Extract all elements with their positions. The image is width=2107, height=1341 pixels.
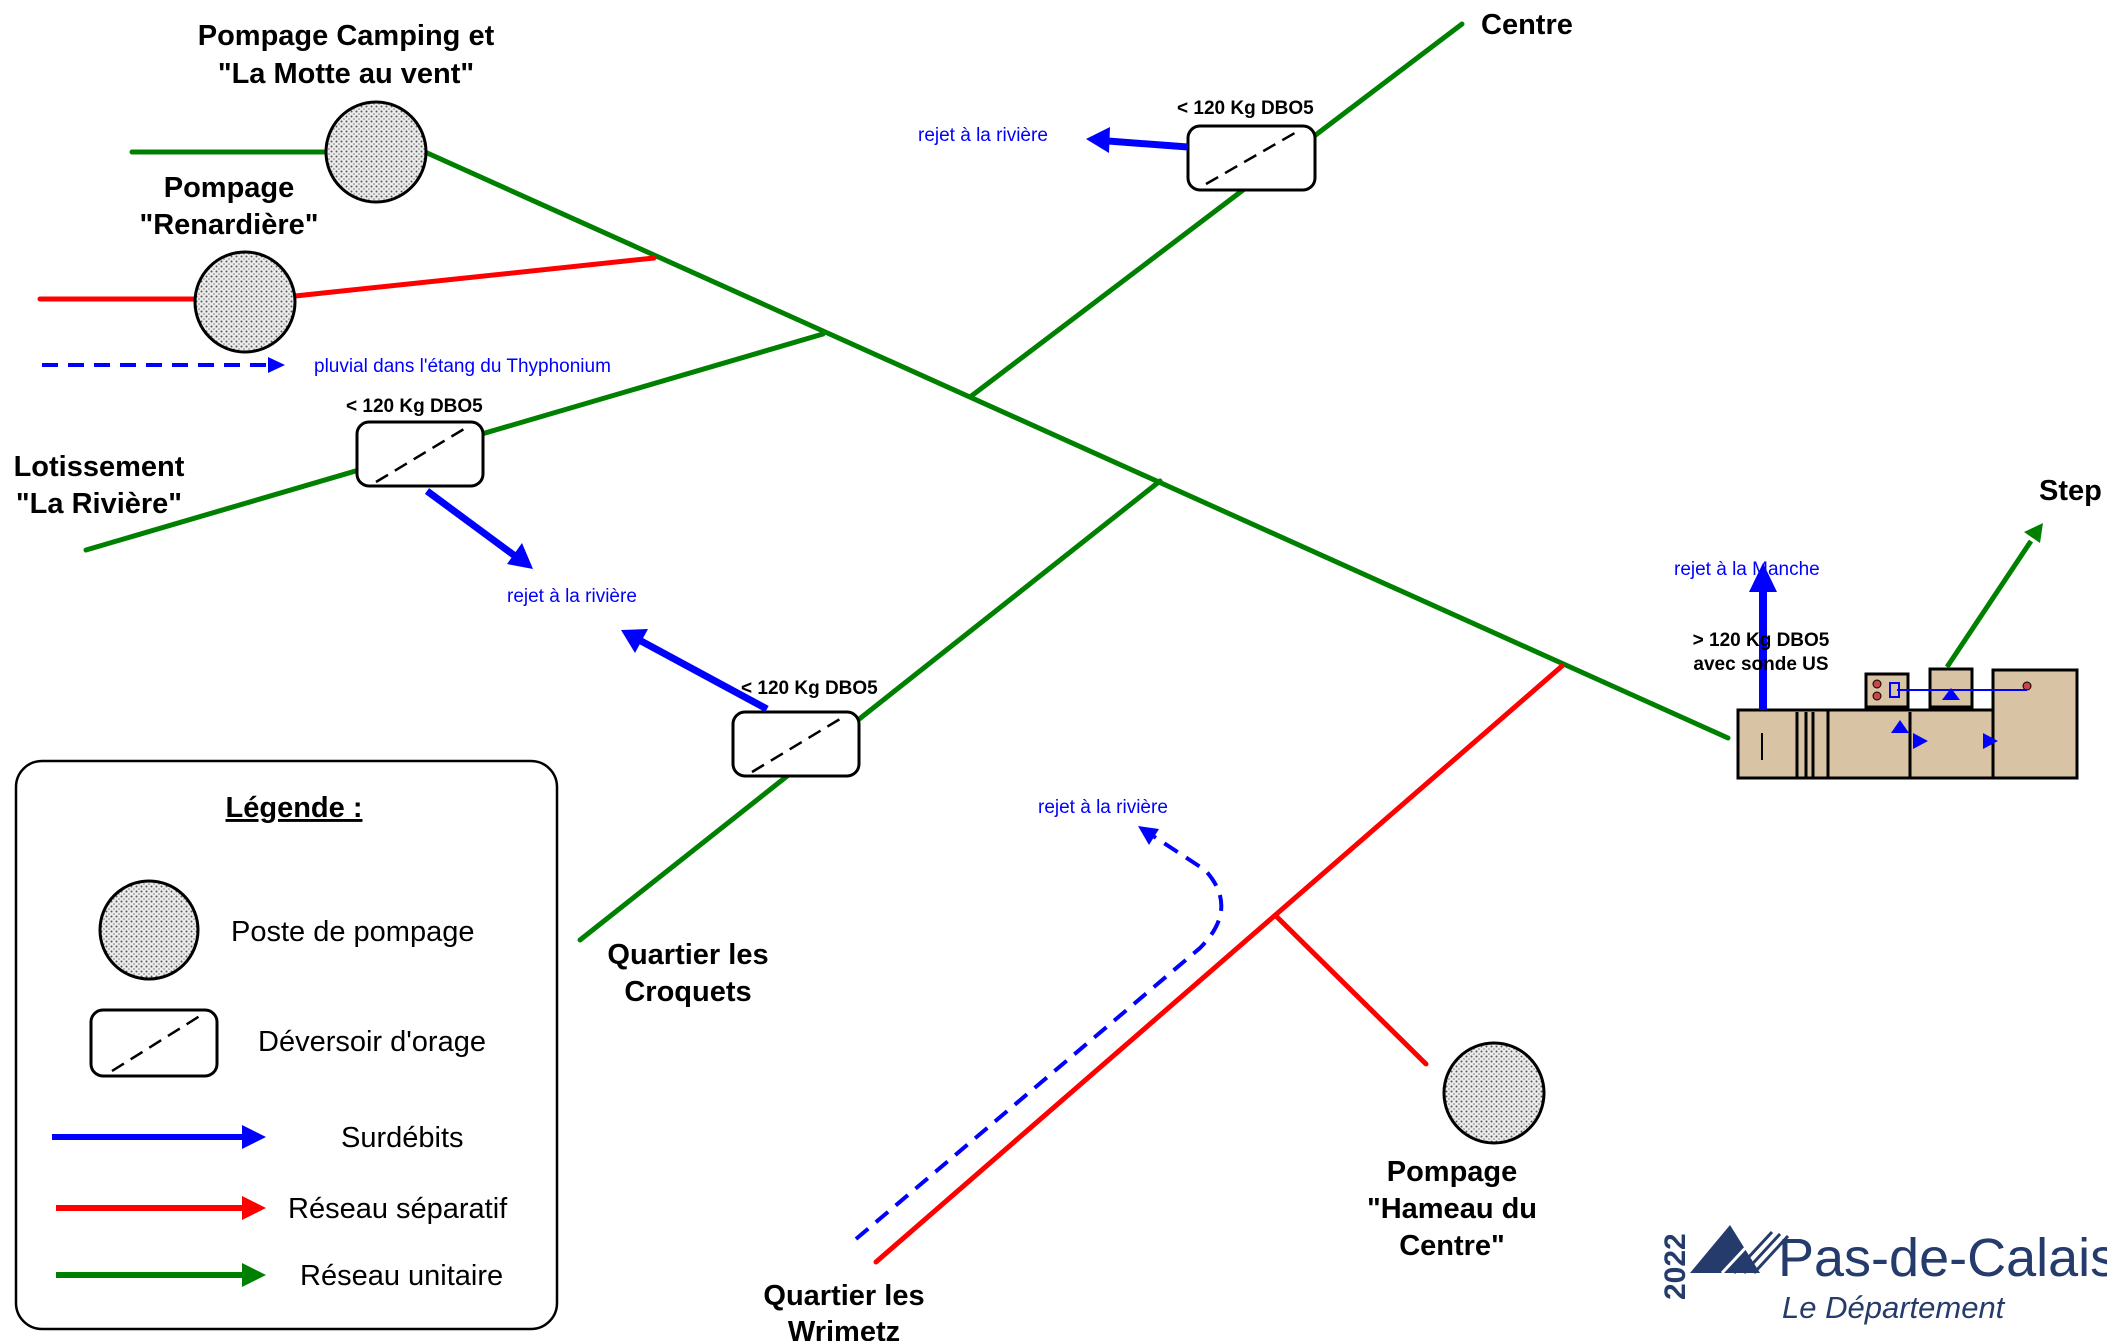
pump-stations	[193, 100, 1546, 1145]
brand-year: 2022	[1659, 1233, 1692, 1300]
label-wrimetz-1: Quartier les	[763, 1280, 924, 1312]
location-labels: Pompage Camping et "La Motte au vent" Po…	[14, 9, 2102, 1341]
label-hameau-3: Centre"	[1399, 1230, 1505, 1262]
label-centre: Centre	[1481, 9, 1573, 41]
legend-red-arrow	[56, 1196, 266, 1220]
label-renardiere-1: Pompage	[164, 172, 295, 204]
pump-hameau	[1442, 1041, 1546, 1145]
label-renardiere-2: "Renardière"	[139, 209, 318, 241]
treatment-plant	[1736, 523, 2079, 780]
centre-branch	[967, 21, 1465, 400]
legend-overflow-symbol	[89, 1008, 219, 1078]
main-collector	[422, 149, 1731, 741]
legend-pump-symbol	[98, 879, 200, 981]
label-camping-1: Pompage Camping et	[198, 20, 495, 52]
label-lotissement-2: "La Rivière"	[16, 488, 182, 520]
pump-camping	[324, 100, 428, 204]
note-dbo5-centre: < 120 Kg DBO5	[1177, 98, 1314, 119]
legend-item-unitaire: Réseau unitaire	[300, 1260, 503, 1292]
arrow-croquets-overflow	[621, 629, 769, 713]
label-hameau-1: Pompage	[1387, 1156, 1518, 1188]
step-top-box-mid	[1928, 667, 1974, 709]
overflow-arrows	[42, 127, 1224, 1241]
note-dbo5-lotissement: < 120 Kg DBO5	[346, 396, 483, 417]
label-camping-2: "La Motte au vent"	[218, 58, 474, 90]
separate-network	[37, 255, 1565, 1265]
brand-subtitle: Le Département	[1782, 1290, 2006, 1325]
storm-overflows	[355, 124, 1317, 778]
note-rejet-riviere-wrimetz: rejet à la rivière	[1038, 797, 1168, 818]
note-step-dbo5-1: > 120 Kg DBO5	[1693, 630, 1830, 651]
arrow-pluvial	[42, 357, 285, 373]
pas-de-calais-logo-icon	[1690, 1225, 1790, 1275]
legend-title: Légende :	[226, 792, 363, 824]
note-dbo5-croquets: < 120 Kg DBO5	[741, 678, 878, 699]
note-rejet-riviere-centre: rejet à la rivière	[918, 125, 1048, 146]
annotations: pluvial dans l'étang du Thyphonium rejet…	[314, 98, 1830, 818]
croquets-branch	[577, 478, 1163, 943]
branding: 2022 Pas-de-Calais Le Département	[1659, 1225, 2107, 1325]
label-croquets-1: Quartier les	[607, 939, 768, 971]
unitary-network	[83, 21, 1731, 943]
label-croquets-2: Croquets	[624, 976, 751, 1008]
step-right-box	[1991, 668, 2079, 780]
arrow-centre-overflow	[1086, 127, 1189, 153]
arrow-lotissement-overflow	[424, 488, 533, 569]
note-rejet-riviere-lotissement: rejet à la rivière	[507, 586, 637, 607]
legend-item-overflow: Déversoir d'orage	[258, 1026, 486, 1058]
legend-green-arrow	[56, 1263, 266, 1287]
legend-item-pump: Poste de pompage	[231, 916, 474, 948]
overflow-croquets	[731, 710, 861, 778]
renardiere-pipe	[292, 255, 657, 299]
overflow-lotissement	[355, 420, 485, 488]
note-rejet-manche: rejet à la Manche	[1674, 559, 1820, 580]
pump-renardiere	[193, 250, 297, 354]
label-wrimetz-2: Wrimetz	[788, 1316, 900, 1341]
label-lotissement-1: Lotissement	[14, 451, 185, 483]
label-step: Step	[2039, 475, 2102, 507]
legend-item-separatif: Réseau séparatif	[288, 1193, 508, 1225]
note-pluvial: pluvial dans l'étang du Thyphonium	[314, 356, 611, 377]
arrow-rejet-manche	[1749, 563, 1777, 592]
brand-name: Pas-de-Calais	[1778, 1228, 2107, 1288]
label-hameau-2: "Hameau du	[1367, 1193, 1537, 1225]
legend-blue-arrow	[52, 1125, 266, 1149]
arrow-wrimetz-dashed	[854, 826, 1224, 1241]
overflow-centre	[1186, 124, 1317, 192]
wrimetz-pipe	[873, 663, 1565, 1265]
note-step-dbo5-2: avec sonde US	[1693, 654, 1828, 675]
arrow-to-step	[2024, 523, 2043, 543]
legend: Légende : Poste de pompage Déversoir d'o…	[14, 759, 559, 1331]
legend-item-surdebits: Surdébits	[341, 1122, 464, 1154]
hameau-pipe	[1273, 913, 1429, 1067]
